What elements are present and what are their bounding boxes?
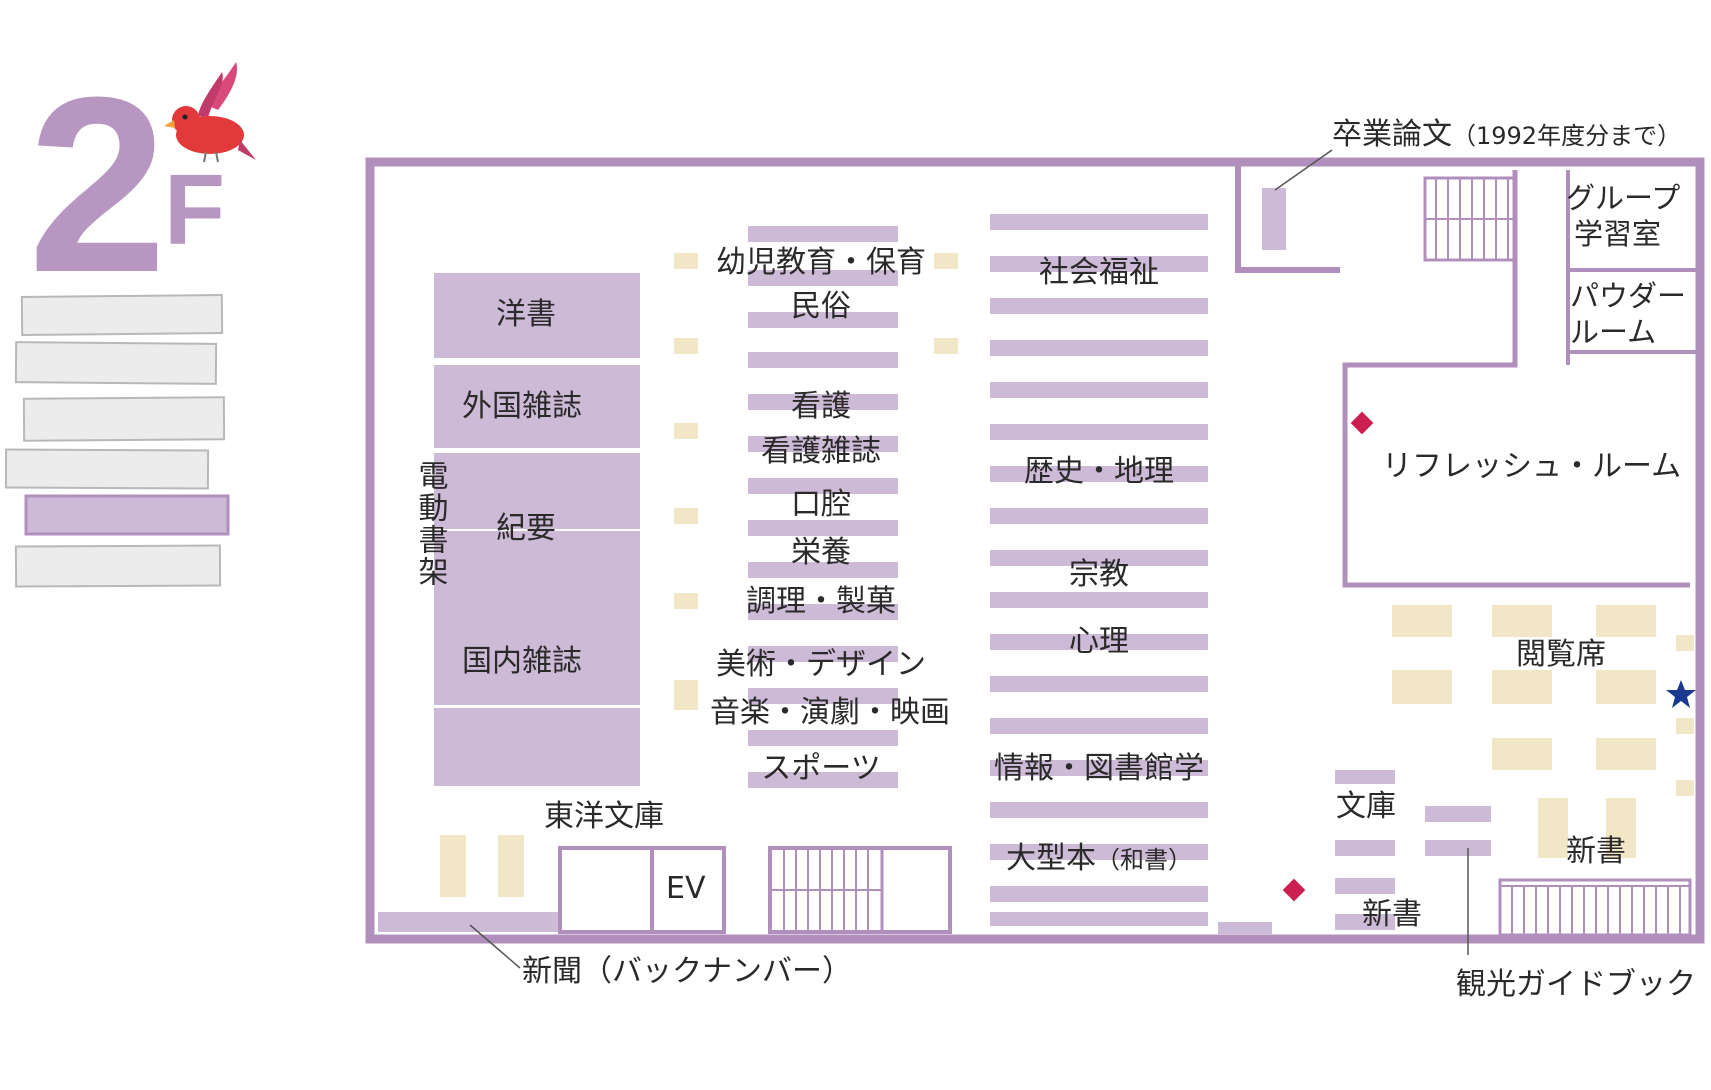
label-powder-1[interactable]: パウダー: [1570, 279, 1687, 313]
label-shinsho-right[interactable]: 新書: [1566, 834, 1626, 869]
newspaper-area: [378, 835, 558, 969]
label-shinbun[interactable]: 新聞（バックナンバー）: [522, 954, 852, 989]
bird-mascot: [164, 62, 256, 163]
floor-indicator-5f[interactable]: [14, 341, 218, 385]
label-group-1[interactable]: グループ: [1566, 181, 1681, 215]
label-joho[interactable]: 情報・図書館学: [994, 751, 1204, 786]
label-rekishi[interactable]: 歴史・地理: [1024, 454, 1174, 489]
rooms-wall-top-right: [1342, 170, 1690, 588]
floor-indicator-2f-current[interactable]: [24, 494, 230, 536]
label-sports[interactable]: スポーツ: [761, 751, 881, 786]
label-yosho[interactable]: 洋書: [496, 297, 556, 332]
label-sotsugyo-sub: （1992年度分まで）: [1452, 122, 1682, 150]
label-shukyo[interactable]: 宗教: [1069, 557, 1129, 592]
label-shakai-fukushi[interactable]: 社会福祉: [1039, 255, 1159, 290]
floor-indicator-6f[interactable]: [20, 293, 224, 337]
floor-indicator: [4, 293, 230, 588]
label-ogata-main: 大型本: [1006, 841, 1096, 876]
elevator-shaft-ev: [650, 846, 726, 934]
star-marker[interactable]: [1666, 680, 1696, 708]
label-ogata[interactable]: 大型本（和書）: [1006, 841, 1192, 877]
floor-indicator-4f[interactable]: [22, 396, 226, 442]
right-center-shelves: [990, 214, 1208, 926]
elevator-shaft-1: [558, 846, 654, 934]
thesis-leader-line: [1274, 149, 1333, 191]
label-ogata-sub: （和書）: [1096, 846, 1192, 874]
electric-shelves: [434, 273, 640, 786]
label-powder-2[interactable]: ルーム: [1570, 315, 1657, 349]
label-ongaku[interactable]: 音楽・演劇・映画: [710, 695, 950, 730]
small-tables-center: [674, 253, 958, 710]
reading-tables: [1392, 605, 1694, 858]
diamond-marker-refresh[interactable]: [1350, 411, 1374, 435]
label-kanko[interactable]: 観光ガイドブック: [1456, 967, 1696, 1002]
label-toyo-bunko[interactable]: 東洋文庫: [544, 799, 664, 834]
label-minzoku[interactable]: 民俗: [791, 289, 851, 324]
thesis-alcove-wall: [1235, 164, 1340, 273]
label-kokuo[interactable]: 口腔: [791, 487, 851, 522]
label-kokunai-zasshi[interactable]: 国内雑誌: [462, 644, 582, 679]
label-chori[interactable]: 調理・製菓: [746, 584, 896, 619]
stairs-bottom-steps: [770, 848, 882, 932]
outer-wall: [365, 157, 1705, 944]
label-gaikoku-zasshi[interactable]: 外国雑誌: [462, 389, 582, 424]
label-bunko[interactable]: 文庫: [1336, 789, 1396, 824]
label-kango-zasshi[interactable]: 看護雑誌: [761, 434, 881, 469]
label-dendo-shoka: 電動書架: [412, 460, 448, 588]
center-shelves: [748, 226, 898, 788]
label-shinri[interactable]: 心理: [1069, 624, 1129, 659]
label-ev[interactable]: EV: [666, 871, 706, 906]
floor-indicator-1f[interactable]: [14, 544, 222, 588]
floor-number: 2: [28, 45, 168, 324]
bunko-shinsho-shelves: [1218, 770, 1491, 934]
label-refresh-room[interactable]: リフレッシュ・ルーム: [1382, 449, 1682, 484]
label-group-2[interactable]: 学習室: [1574, 217, 1662, 251]
stairs-top-steps: [1425, 178, 1515, 260]
thesis-shelf: [1262, 188, 1286, 250]
label-yoji-kyoiku[interactable]: 幼児教育・保育: [716, 245, 926, 280]
label-etsuran[interactable]: 閲覧席: [1516, 637, 1606, 672]
label-shinsho-bottom[interactable]: 新書: [1362, 897, 1422, 932]
label-kango[interactable]: 看護: [791, 389, 851, 424]
label-sotsugyo-main: 卒業論文: [1332, 117, 1452, 152]
label-kiyo[interactable]: 紀要: [496, 511, 556, 546]
label-sotsugyo[interactable]: 卒業論文（1992年度分まで）: [1332, 117, 1682, 153]
diamond-marker-bottom[interactable]: [1282, 878, 1306, 902]
floor-suffix: F: [164, 154, 226, 266]
label-eiyo[interactable]: 栄養: [791, 535, 851, 570]
floor-indicator-3f[interactable]: [4, 448, 210, 490]
label-bijutsu[interactable]: 美術・デザイン: [716, 647, 926, 682]
